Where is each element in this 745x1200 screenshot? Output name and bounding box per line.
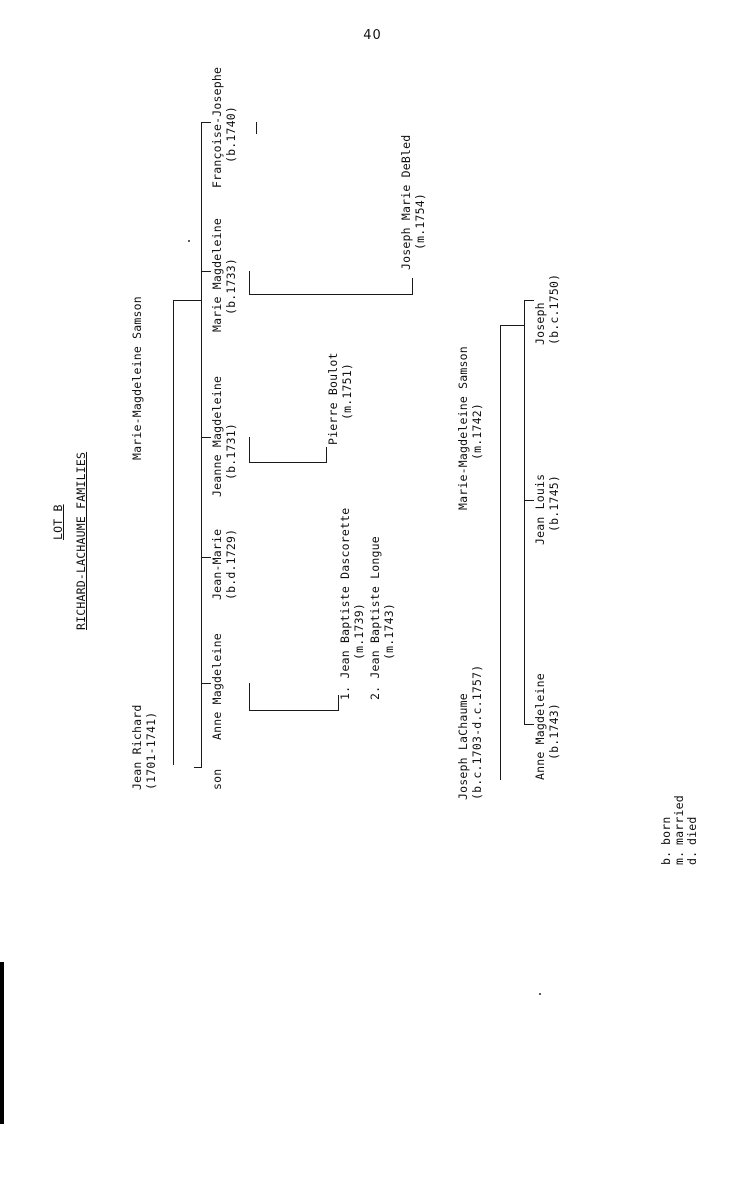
person-anne-magdeleine-richard-name: Anne Magdeleine — [210, 633, 224, 740]
page-number: 40 — [363, 28, 382, 43]
legend-meaning-died: died — [685, 816, 699, 846]
ink-speck-lower — [539, 993, 541, 995]
spouse-debled-dates: (m.1754) — [413, 193, 427, 250]
richard-drop-francoise — [201, 122, 211, 123]
person-marie-magdeleine-name: Marie Magdeleine — [210, 218, 224, 332]
francoise-tick — [256, 122, 257, 134]
marie-marriage-connector-h — [249, 294, 413, 295]
lachaume-descent-line — [500, 325, 524, 326]
spouse-debled-name: Joseph Marie DeBled — [399, 134, 413, 270]
richard-descent-line — [173, 300, 201, 301]
person-jeanne-magdeleine-name: Jeanne Magdeleine — [210, 375, 224, 497]
person-jeanne-magdeleine-dates: (b.1731) — [224, 423, 238, 480]
person-joseph-lachaume-child-name: Joseph — [533, 302, 547, 345]
spouse-dascorette-name: 1. Jean Baptiste Dascorette — [338, 507, 352, 700]
chart-subtitle: LOT B — [51, 504, 65, 540]
anne-marriage-connector-v — [249, 683, 250, 711]
lachaume-couple-spine — [500, 325, 501, 780]
person-anne-magdeleine-lachaume-name: Anne Magdeleine — [533, 673, 547, 780]
person-marie-magdeleine-samson-richard: Marie-Magdeleine Samson — [130, 296, 144, 460]
richard-drop-anne — [201, 683, 211, 684]
marie-marriage-connector-v — [249, 271, 250, 295]
person-jean-richard-dates: (1701-1741) — [144, 711, 158, 790]
person-jean-richard-name: Jean Richard — [130, 704, 144, 790]
richard-drop-mariemagdeleine — [201, 271, 211, 272]
lachaume-drop-joseph — [524, 300, 534, 301]
richard-drop-jeanne — [201, 437, 211, 438]
person-marie-magdeleine-dates: (b.1733) — [224, 258, 238, 315]
person-jean-louis-dates: (b.1745) — [547, 475, 561, 532]
anne-marriage-bracket — [338, 695, 339, 711]
jeanne-marriage-bracket — [326, 447, 327, 463]
richard-sibling-bar — [201, 122, 202, 767]
lachaume-drop-anne — [524, 724, 534, 725]
anne-marriage-connector-h — [249, 710, 339, 711]
spouse-dascorette-dates: (m.1739) — [352, 603, 366, 660]
spouse-longue-name: 2. Jean Baptiste Longue — [368, 536, 382, 700]
person-francoise-josephe-name: Françoise-Josephe — [210, 66, 224, 188]
person-joseph-lachaume-child-dates: (b.c.1750) — [547, 273, 561, 345]
richard-couple-spine — [173, 300, 174, 765]
richard-drop-jeanmarie — [201, 557, 211, 558]
jeanne-marriage-connector-h — [249, 462, 327, 463]
scan-edge-artifact — [0, 962, 4, 1124]
lachaume-sibling-bar — [524, 300, 525, 725]
jeanne-marriage-connector-v — [249, 437, 250, 463]
ink-speck-upper — [188, 240, 190, 242]
richard-drop-son — [194, 767, 202, 768]
marie-marriage-bracket — [412, 278, 413, 295]
person-jean-louis-name: Jean Louis — [533, 473, 547, 545]
person-joseph-lachaume-name: Joseph LaChaume — [456, 693, 470, 800]
chart-title: RICHARD-LACHAUME FAMILIES — [74, 451, 88, 630]
spouse-pierre-boulot-name: Pierre Boulot — [326, 352, 340, 445]
lachaume-drop-jeanlouis — [524, 500, 534, 501]
person-anne-magdeleine-lachaume-dates: (b.1743) — [547, 703, 561, 760]
spouse-longue-dates: (m.1743) — [382, 603, 396, 660]
spouse-pierre-boulot-dates: (m.1751) — [340, 363, 354, 420]
person-joseph-lachaume-dates: (b.c.1703-d.c.1757) — [470, 664, 484, 800]
person-marie-magdeleine-samson-lachaume-dates: (m.1742) — [470, 403, 484, 460]
person-jean-marie-dates: (b.d.1729) — [224, 528, 238, 600]
person-jean-marie-name: Jean-Marie — [210, 528, 224, 600]
person-francoise-josephe-dates: (b.1740) — [224, 106, 238, 163]
person-marie-magdeleine-samson-lachaume-name: Marie-Magdeleine Samson — [456, 346, 470, 510]
